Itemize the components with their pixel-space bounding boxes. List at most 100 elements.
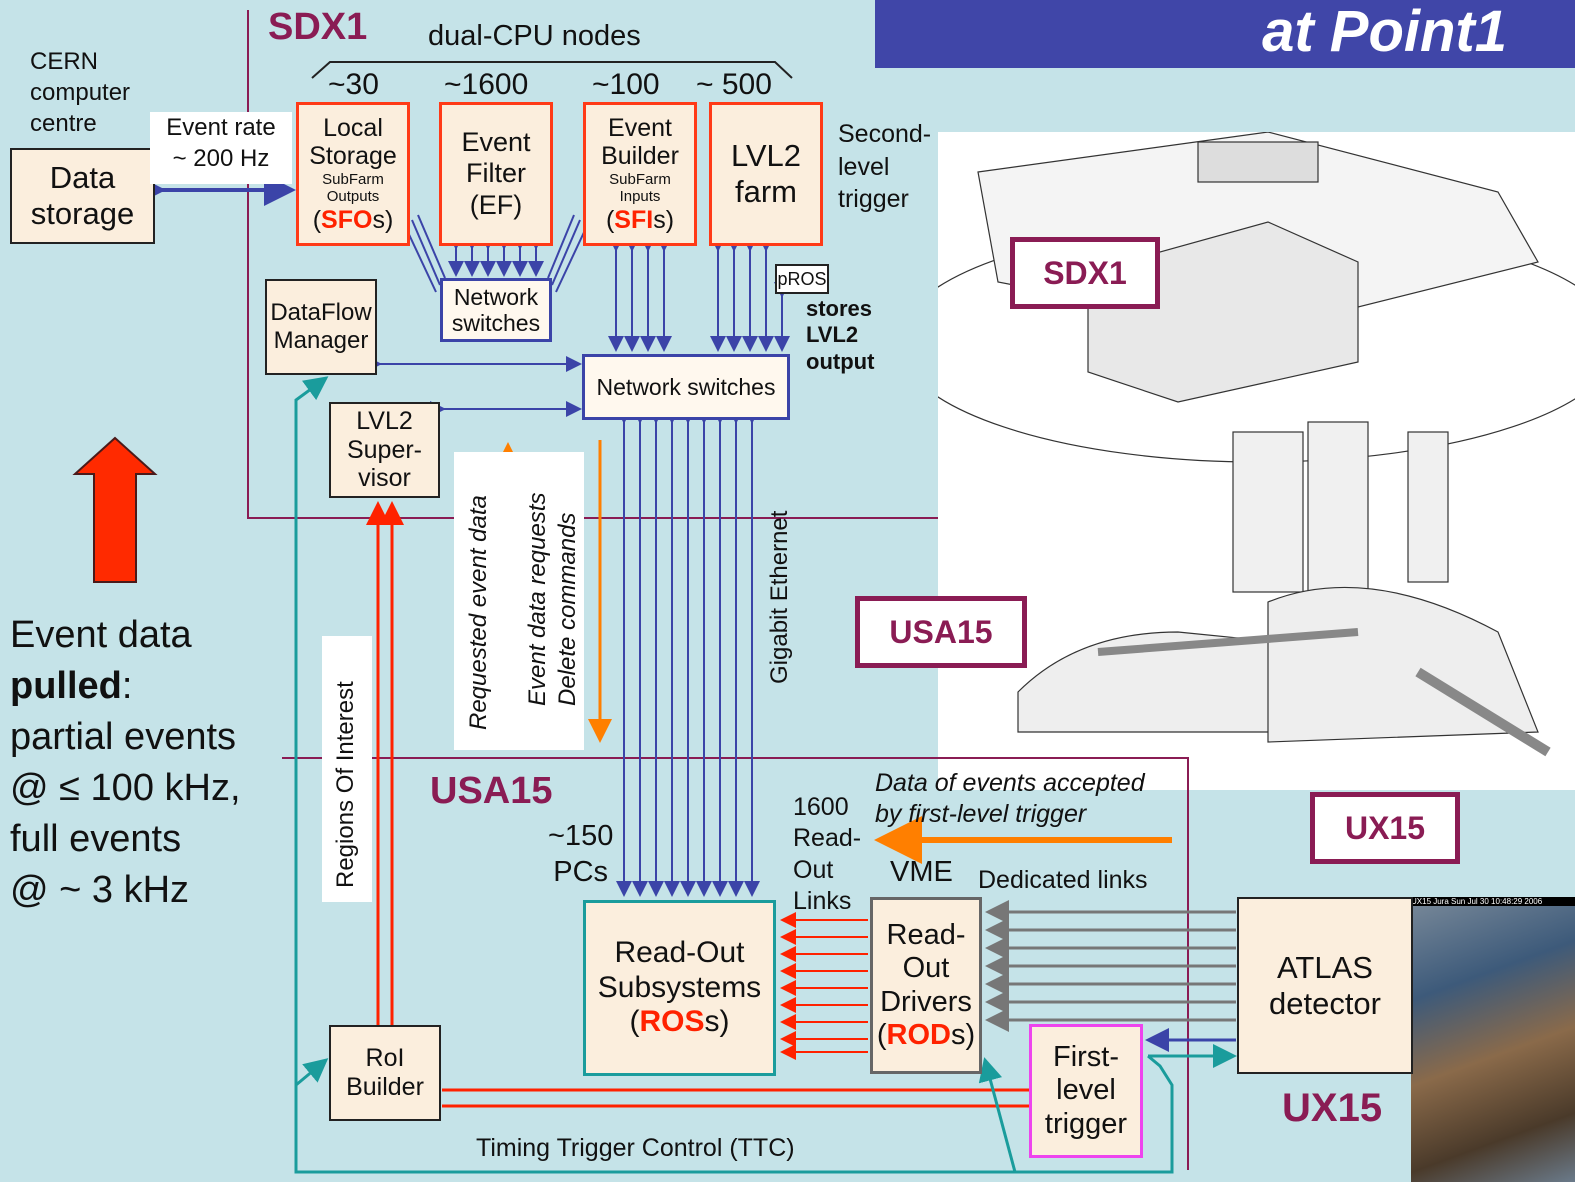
rod-box: Read- Out Drivers (RODs) [870, 897, 982, 1074]
roib-line2: Builder [346, 1073, 424, 1102]
data-storage-box: Data storage [10, 148, 155, 244]
accepted-events-label: Data of events accepted by first-level t… [875, 768, 1145, 831]
rod-post: s) [951, 1019, 975, 1051]
pulled-line4: @ ≤ 100 kHz, [10, 763, 241, 814]
event-data-pulled-text: Event data pulled: partial events @ ≤ 10… [10, 610, 241, 915]
sfi-line2: Builder [601, 142, 679, 171]
data-storage-line2: storage [31, 196, 134, 232]
cern-caption: CERN computer centre [30, 46, 150, 140]
pros-note-line1: stores [806, 296, 874, 322]
pulled-line3: partial events [10, 712, 241, 763]
second-level-caption: Second- level trigger [838, 118, 943, 216]
sfi-line1: Event [608, 114, 672, 143]
lvl2-farm-box: LVL2 farm [709, 102, 823, 246]
ros-pre: ( [629, 1005, 639, 1038]
lvl2-farm-line1: LVL2 [731, 138, 801, 174]
sfo-acronym-line: (SFOs) [313, 206, 394, 235]
sfi-acronym: SFI [614, 206, 653, 234]
network-switches-small: Network switches [440, 278, 552, 342]
ros-acronym: ROS [639, 1005, 704, 1038]
pulled-line6: @ ~ 3 kHz [10, 865, 241, 916]
read-out-links-label: 1600 Read- Out Links [793, 792, 861, 917]
pcs-line2: PCs [548, 854, 613, 890]
pull-direction-arrow-icon [75, 438, 155, 582]
sfo-sub2: Outputs [327, 188, 380, 205]
dual-cpu-caption: dual-CPU nodes [428, 20, 641, 53]
sfo-pre: ( [313, 206, 321, 234]
accepted-line1: Data of events accepted [875, 768, 1145, 799]
pulled-line1: Event data [10, 610, 241, 661]
event-data-requests-label: Event data requests [524, 493, 552, 706]
links-line1: 1600 [793, 792, 861, 823]
sfi-sub2: Inputs [620, 188, 661, 205]
pulled-colon: : [122, 665, 133, 707]
sfi-post: s) [653, 206, 674, 234]
network-switches-main: Network switches [582, 354, 790, 420]
event-rate-line2: ~ 200 Hz [150, 143, 292, 174]
data-storage-line1: Data [50, 160, 115, 196]
delete-commands-label: Delete commands [554, 513, 582, 706]
sfo-acronym: SFO [321, 206, 372, 234]
ros-post: s) [705, 1005, 730, 1038]
regions-of-interest-label: Regions Of Interest [332, 681, 360, 888]
lvl2-supervisor-box: LVL2 Super- visor [329, 402, 440, 498]
dataflow-manager-box: DataFlow Manager [265, 279, 377, 375]
network-main-label: Network switches [597, 374, 776, 400]
lvl2sup-line1: LVL2 [356, 407, 413, 436]
rod-line2: Out [903, 952, 950, 985]
links-line2: Read- [793, 823, 861, 854]
ef-line2: Filter [466, 158, 526, 189]
first-level-trigger-box: First- level trigger [1029, 1024, 1143, 1158]
sfo-line1: Local [323, 114, 383, 143]
dfm-line2: Manager [274, 327, 369, 355]
lvl2-farm-line2: farm [735, 174, 797, 210]
rod-pre: ( [877, 1019, 887, 1051]
gigabit-ethernet-label: Gigabit Ethernet [766, 511, 794, 684]
network-small-line1: Network [454, 284, 538, 310]
network-small-line2: switches [452, 310, 540, 336]
links-line3: Out [793, 855, 861, 886]
dedicated-links-label: Dedicated links [978, 866, 1148, 895]
ros-acronym-line: (ROSs) [629, 1005, 729, 1040]
roi-builder-box: RoI Builder [329, 1025, 441, 1121]
count-sfi: ~100 [592, 68, 660, 102]
sfo-line2: Storage [309, 142, 397, 171]
pulled-line5: full events [10, 814, 241, 865]
pulled-line2: pulled: [10, 661, 241, 712]
event-rate-label: Event rate ~ 200 Hz [150, 112, 292, 184]
vme-label: VME [890, 856, 953, 889]
atlas-line1: ATLAS [1277, 950, 1373, 986]
count-lvl2: ~ 500 [696, 68, 772, 102]
lvl2sup-line2: Super- [347, 436, 422, 465]
rod-line3: Drivers [880, 986, 972, 1019]
pros-note: stores LVL2 output [806, 296, 874, 375]
links-line4: Links [793, 886, 861, 917]
sfo-sub1: SubFarm [322, 171, 384, 188]
roib-line1: RoI [366, 1044, 405, 1073]
pros-note-line2: LVL2 [806, 322, 874, 348]
atlas-detector-box: ATLAS detector [1237, 897, 1413, 1074]
lvl2sup-line3: visor [358, 464, 411, 493]
count-ef: ~1600 [444, 68, 528, 102]
sfo-post: s) [372, 206, 393, 234]
sfi-acronym-line: (SFIs) [606, 206, 674, 235]
sfo-box: Local Storage SubFarm Outputs (SFOs) [296, 102, 410, 246]
event-filter-box: Event Filter (EF) [439, 102, 553, 246]
accepted-line2: by first-level trigger [875, 799, 1145, 830]
ef-line3: (EF) [470, 190, 522, 221]
sfi-sub1: SubFarm [609, 171, 671, 188]
dfm-line1: DataFlow [270, 299, 371, 327]
pros-box: pROS [775, 264, 829, 294]
ros-line1: Read-Out [614, 936, 744, 971]
event-rate-line1: Event rate [150, 112, 292, 143]
ros-box: Read-Out Subsystems (ROSs) [583, 900, 776, 1076]
pros-label: pROS [777, 269, 826, 290]
flt-line1: First- [1053, 1041, 1119, 1074]
ros-line2: Subsystems [598, 971, 761, 1006]
sfi-box: Event Builder SubFarm Inputs (SFIs) [583, 102, 697, 246]
pros-note-line3: output [806, 349, 874, 375]
rod-acronym: ROD [887, 1019, 951, 1051]
rod-line1: Read- [887, 919, 966, 952]
pcs-label: ~150 PCs [548, 818, 613, 891]
requested-event-data-label: Requested event data [465, 495, 493, 730]
